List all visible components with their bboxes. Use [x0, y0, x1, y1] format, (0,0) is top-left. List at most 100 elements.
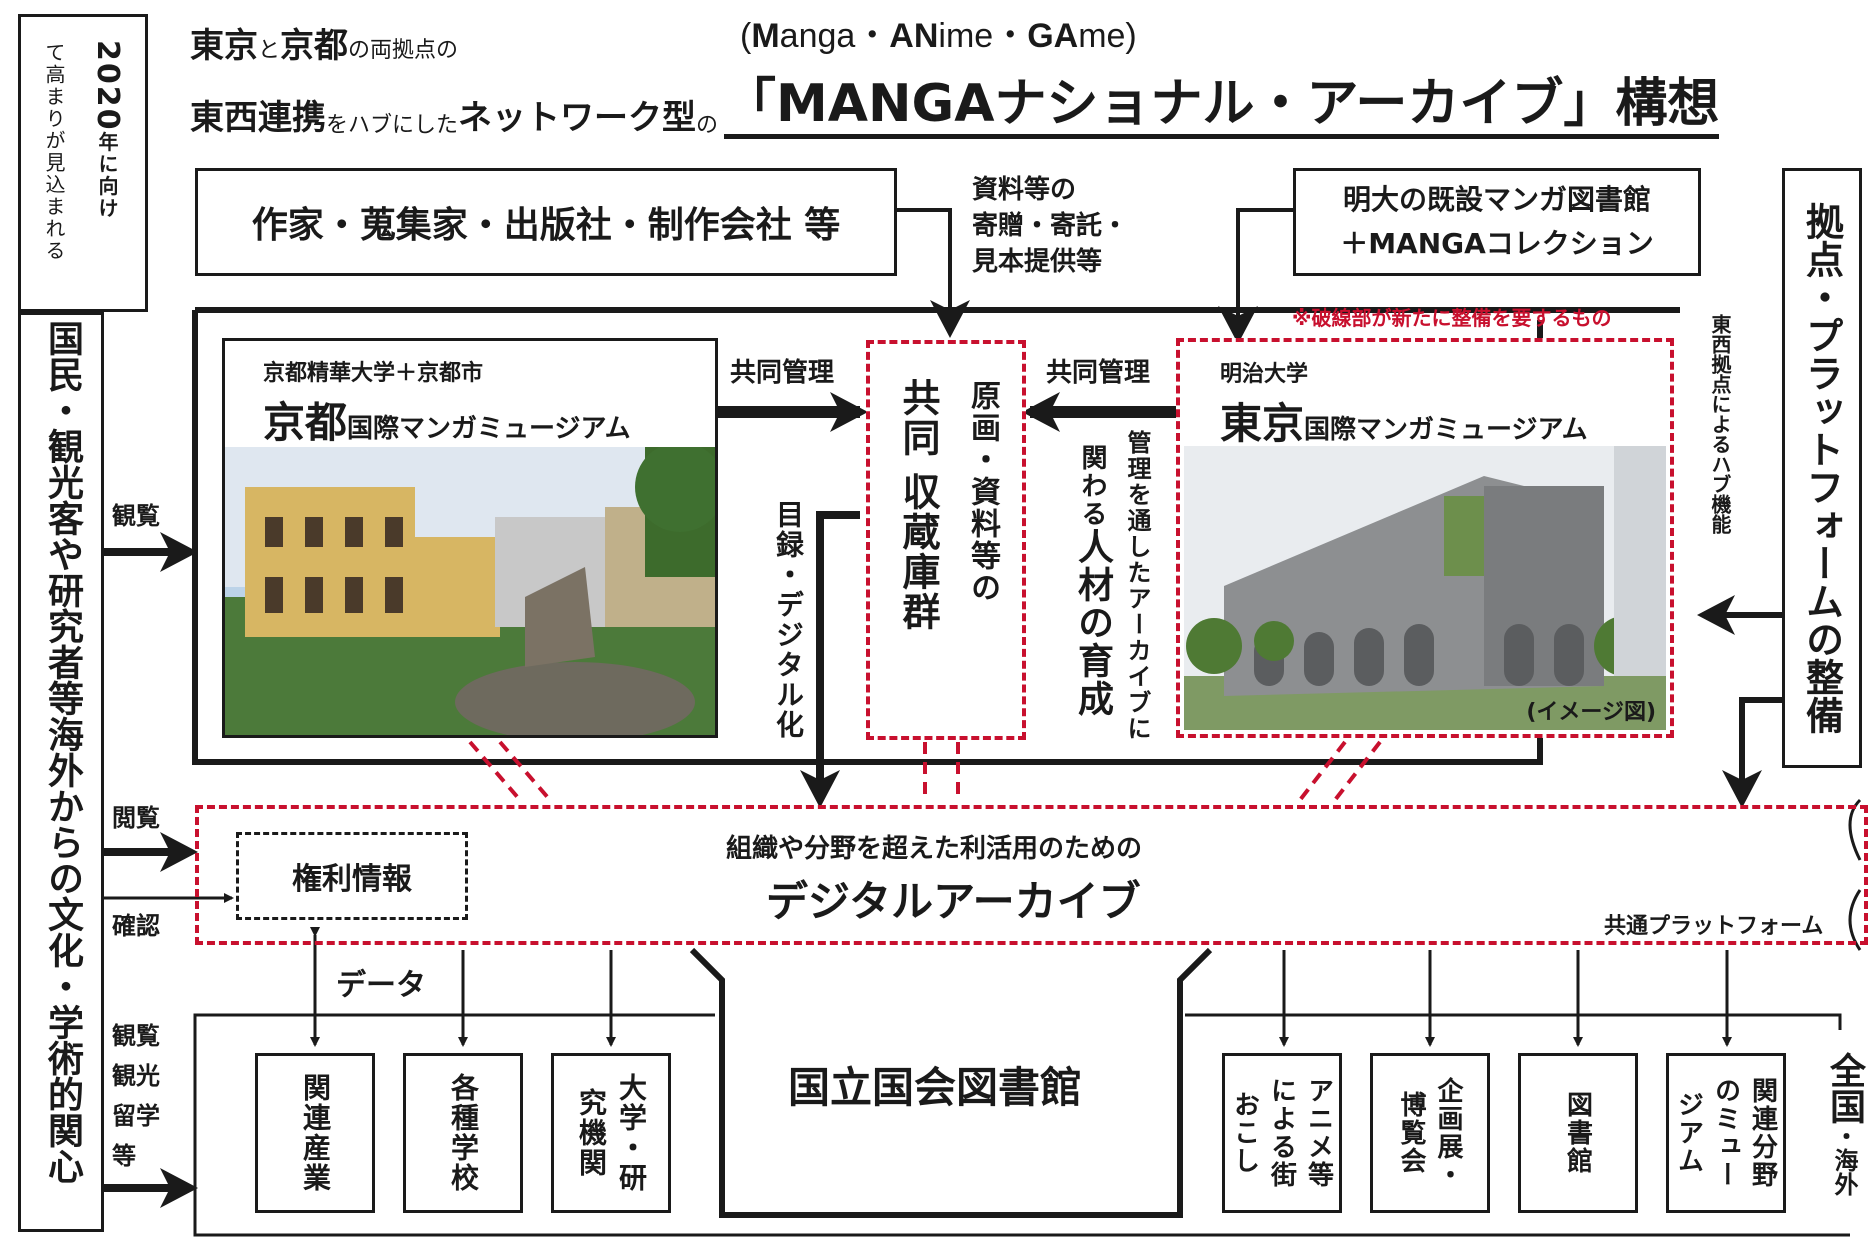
tokyo-photo-illustration [1184, 446, 1666, 730]
subtitle-ime: ime・ [938, 17, 1028, 55]
left-main-text: 国民・観光客や研究者等海外からの文化・学術的関心 [42, 320, 83, 1184]
joint-manage-left: 共同管理 [730, 358, 835, 388]
kyoto-title: 京都国際マンガミュージアム [263, 389, 631, 450]
arrow-catalog-down [800, 511, 860, 808]
year-2020: 2020 [90, 40, 125, 132]
nationwide: 全国・海外 [1818, 1052, 1868, 1196]
library-text: 図書館 [1562, 1091, 1593, 1175]
data-label: データ [336, 968, 426, 1003]
header-both-bases: の両拠点の [348, 38, 459, 63]
main-title: 「MANGAナショナル・アーカイブ」構想 [724, 74, 1720, 139]
label-viewing-2: 観覧 観光 留学 等 [112, 1016, 160, 1176]
tokyo-museum: 国際マンガミュージアム [1304, 415, 1588, 445]
header-network: ネットワーク型 [458, 98, 697, 138]
header-east-west: 東西連携 [190, 98, 326, 138]
exhibition-text: 企画展・博覧会 [1396, 1077, 1463, 1189]
donation-line-1: 資料等の [972, 175, 1077, 205]
common-platform: 共通プラットフォーム [1604, 914, 1824, 939]
label-etc: 等 [112, 1142, 136, 1170]
kyoto-org: 京都精華大学＋京都市 [263, 361, 484, 386]
arrow-platform-down [1722, 697, 1782, 808]
tokyo-org: 明治大学 [1220, 362, 1309, 387]
year-towards: 年に向け [95, 131, 119, 220]
right-curve-1 [1848, 798, 1862, 861]
digital-archive-sub: 組織や分野を超えた利活用のための [726, 834, 1143, 864]
header-tokyo: 東京 [190, 26, 258, 66]
header-line1: 東京と京都の両拠点の [190, 18, 458, 67]
label-tourism: 観光 [112, 1062, 160, 1090]
joint-manage-right: 共同管理 [1046, 358, 1151, 388]
red-note: ※破線部が新たに整備を要するもの [1292, 306, 1612, 330]
subtitle-me: me) [1078, 17, 1137, 55]
kyoto-museum: 国際マンガミュージアム [347, 414, 631, 444]
header-line2: 東西連携 をハブにした ネットワーク型 の 「MANGAナショナル・アーカイブ」… [190, 74, 1720, 139]
storage-warehouse: 収蔵庫群 [896, 472, 940, 632]
bottom-box-museum: 関連分野のミュージアム [1666, 1053, 1786, 1213]
left-top-box [18, 14, 148, 312]
digital-archive-title: デジタルアーカイブ [766, 877, 1141, 926]
header-subtitle: (Manga・ANime・GAme) [740, 8, 1137, 57]
storage-main: 共同収蔵庫群 [896, 378, 940, 632]
label-study: 留学 [112, 1102, 160, 1130]
bottom-box-exhibition: 企画展・博覧会 [1370, 1053, 1490, 1213]
left-main-box [18, 312, 104, 1232]
training-involved: 関わる [1077, 444, 1107, 528]
meiji-library-line-1: 明大の既設マンガ図書館 [1342, 183, 1651, 216]
label-viewing-2-text: 観覧 [112, 1022, 160, 1050]
meiji-library-line-2: ＋MANGAコレクション [1340, 227, 1654, 260]
training-text-1: 管理を通したアーカイブに [1123, 430, 1151, 742]
kyoto-city: 京都 [263, 398, 348, 447]
red-link-storage [923, 742, 960, 800]
schools-text: 各種学校 [447, 1073, 480, 1193]
bottom-box-anime: アニメ等による街おこし [1222, 1053, 1342, 1213]
platform-text: 拠点・プラットフォームの整備 [1799, 202, 1844, 734]
header-no: の [696, 113, 719, 138]
subtitle-ga: GA [1027, 17, 1079, 55]
subtitle-an: AN [889, 17, 939, 55]
left-top-year: 2020年に向け [90, 40, 125, 220]
subtitle-anga: anga・ [779, 17, 890, 55]
tokyo-box: 明治大学 東京国際マンガミュージアム (イメージ図) [1176, 338, 1674, 738]
header-kyoto: 京都 [280, 26, 349, 66]
donation-line-2: 寄贈・寄託・ [972, 211, 1129, 241]
bottom-box-university: 大学・研究機関 [551, 1053, 671, 1213]
storage-joint: 共同 [896, 378, 940, 458]
meiji-library-box: 明大の既設マンガ図書館 ＋MANGAコレクション [1293, 168, 1701, 276]
university-text: 大学・研究機関 [575, 1073, 648, 1193]
label-confirm: 確認 [112, 912, 160, 940]
training-text-2: 関わる人材の育成 [1066, 444, 1118, 718]
storage-box [866, 340, 1026, 740]
hub-function: 東西拠点によるハブ機能 [1708, 314, 1732, 534]
ndl-frame [689, 947, 1213, 1218]
bottom-box-industry: 関連産業 [255, 1053, 375, 1213]
industry-text: 関連産業 [299, 1073, 332, 1193]
arrow-creators-to-storage [897, 208, 970, 338]
label-browse: 閲覧 [112, 804, 160, 832]
red-link-tokyo [1298, 740, 1382, 802]
subtitle-m: M [751, 17, 780, 55]
bottom-box-library: 図書館 [1518, 1053, 1638, 1213]
header-to: と [258, 38, 281, 63]
creators-box: 作家・蒐集家・出版社・制作会社 等 [195, 168, 897, 276]
bottom-box-schools: 各種学校 [403, 1053, 523, 1213]
storage-sub: 原画・資料等の [965, 380, 1000, 604]
ndl-title: 国立国会図書館 [788, 1063, 1083, 1112]
kyoto-photo [225, 447, 715, 735]
tokyo-photo: (イメージ図) [1184, 446, 1666, 730]
overseas-text: ・海外 [1830, 1124, 1858, 1196]
creators-text: 作家・蒐集家・出版社・制作会社 等 [251, 205, 841, 246]
platform-box: 拠点・プラットフォームの整備 [1782, 168, 1862, 768]
digital-archive-box [195, 805, 1868, 945]
tokyo-title: 東京国際マンガミュージアム [1220, 390, 1588, 451]
tokyo-image-label: (イメージ図) [1526, 700, 1656, 725]
subtitle-open: ( [740, 17, 752, 55]
anime-text: アニメ等による街おこし [1229, 1077, 1334, 1189]
red-link-kyoto [468, 740, 552, 802]
donation-note: 資料等の 寄贈・寄託・ 見本提供等 [972, 172, 1128, 280]
nationwide-text: 全国 [1824, 1052, 1865, 1124]
label-viewing-1: 観覧 [112, 502, 160, 530]
left-top-rising: て高まりが見込まれる [42, 42, 66, 262]
rights-text: 権利情報 [292, 862, 412, 897]
kyoto-photo-illustration [225, 447, 715, 735]
